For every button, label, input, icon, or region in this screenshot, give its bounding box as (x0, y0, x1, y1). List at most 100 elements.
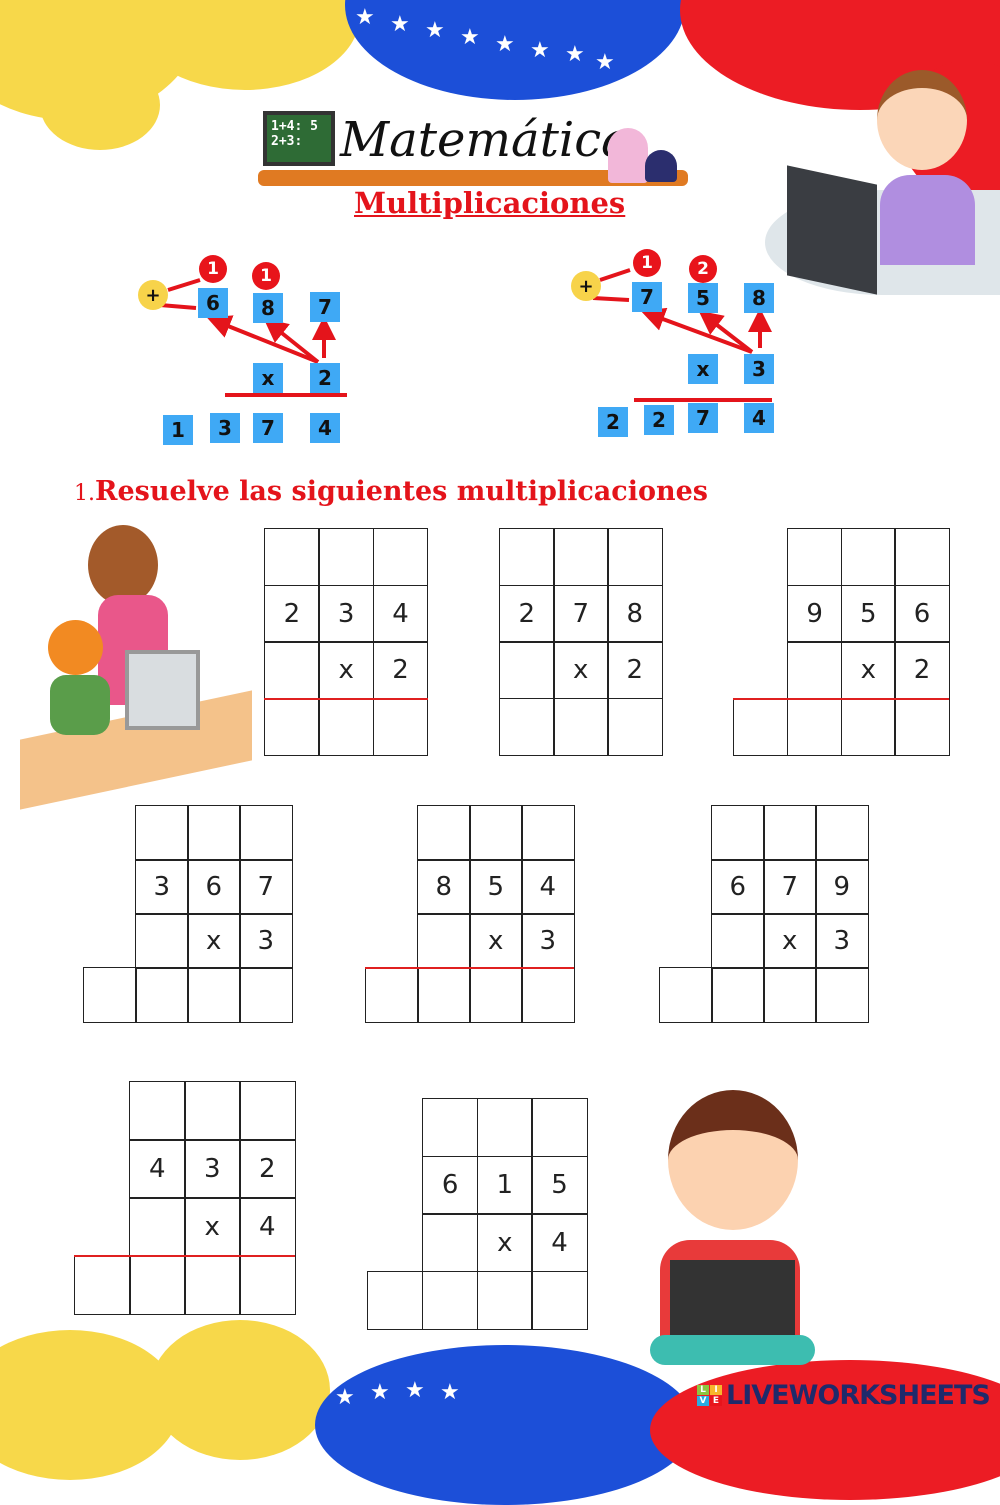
answer-input-cell[interactable] (239, 967, 293, 1023)
multiplicand-digit-cell: 7 (763, 859, 817, 915)
plus-icon: + (138, 280, 168, 310)
multiplier-cell: 4 (239, 1197, 296, 1257)
carry-cell[interactable] (787, 528, 843, 586)
carry-cell[interactable] (129, 1081, 186, 1141)
answer-input-cell[interactable] (417, 967, 471, 1023)
multiplicand-digit-cell: 6 (894, 584, 950, 643)
answer-input-cell[interactable] (787, 697, 843, 756)
result-separator-line (264, 697, 428, 700)
carry-cell[interactable] (607, 528, 663, 586)
multiplicand-digit-cell: 3 (135, 859, 189, 915)
header-banner (258, 170, 688, 186)
multiplier-cell: 2 (372, 641, 429, 699)
answer-input-cell[interactable] (499, 697, 555, 756)
result-separator-line (733, 697, 950, 700)
answer-input-cell[interactable] (239, 1255, 296, 1315)
carry-cell[interactable] (187, 805, 241, 861)
chalkboard-line-1: 1+4: 5 (271, 119, 318, 134)
carry-cell[interactable] (184, 1081, 241, 1141)
answer-input-cell[interactable] (365, 967, 419, 1023)
multiplicand-digit-cell: 8 (607, 584, 663, 643)
carry-cell[interactable] (553, 528, 609, 586)
answer-input-cell[interactable] (372, 697, 429, 756)
carry-cell[interactable] (239, 1081, 296, 1141)
multiplier-cell: 2 (607, 641, 663, 699)
carry-cell[interactable] (521, 805, 575, 861)
liveworksheets-logo: L I V E LIVEWORKSHEETS (697, 1380, 991, 1411)
carry-cell[interactable] (239, 805, 293, 861)
answer-input-cell[interactable] (815, 967, 869, 1023)
multiplicand-digit-cell: 2 (264, 584, 320, 643)
multiplier-cell: 2 (894, 641, 950, 699)
carry-cell[interactable] (372, 528, 429, 586)
answer-input-cell[interactable] (711, 967, 765, 1023)
answer-input-cell[interactable] (521, 967, 575, 1023)
example-result-box: 7 (253, 413, 283, 443)
multiplicand-digit-cell: 9 (787, 584, 843, 643)
answer-input-cell[interactable] (83, 967, 137, 1023)
answer-input-cell[interactable] (531, 1270, 588, 1330)
answer-input-cell[interactable] (129, 1255, 186, 1315)
carry-cell[interactable] (840, 528, 896, 586)
multiplier-cell: 3 (521, 913, 575, 969)
answer-input-cell[interactable] (476, 1270, 533, 1330)
answer-input-cell[interactable] (318, 697, 375, 756)
carry-cell[interactable] (264, 528, 320, 586)
carry-cell[interactable] (499, 528, 555, 586)
example-digit-box: 6 (198, 288, 228, 318)
operator-cell: x (763, 913, 817, 969)
empty-cell (499, 641, 555, 699)
example-result-box: 1 (163, 415, 193, 445)
multiplicand-digit-cell: 6 (422, 1155, 479, 1215)
carry-cell[interactable] (476, 1098, 533, 1157)
multiplier-cell: 3 (815, 913, 869, 969)
carry-cell[interactable] (711, 805, 765, 861)
example-operator-box: x (253, 363, 283, 393)
operator-cell: x (469, 913, 523, 969)
answer-input-cell[interactable] (553, 697, 609, 756)
answer-input-cell[interactable] (894, 697, 950, 756)
carry-cell[interactable] (815, 805, 869, 861)
multiplicand-digit-cell: 5 (840, 584, 896, 643)
exercise-instruction: 1.Resuelve las siguientes multiplicacion… (74, 476, 708, 507)
example-digit-box: 8 (253, 293, 283, 323)
answer-input-cell[interactable] (422, 1270, 479, 1330)
carry-cell[interactable] (318, 528, 375, 586)
answer-input-cell[interactable] (763, 967, 817, 1023)
result-separator-line (74, 1255, 295, 1257)
carry-cell[interactable] (894, 528, 950, 586)
example-carry-badge: 1 (199, 255, 227, 283)
answer-input-cell[interactable] (135, 967, 189, 1023)
carry-cell[interactable] (531, 1098, 588, 1157)
example-2-carry-link (599, 268, 631, 282)
answer-input-cell[interactable] (733, 697, 789, 756)
answer-input-cell[interactable] (264, 697, 320, 756)
example-1-carry-link (167, 278, 201, 292)
multiplicand-digit-cell: 3 (184, 1139, 241, 1199)
page-subtitle: Multiplicaciones (354, 186, 626, 220)
multiplicand-digit-cell: 3 (318, 584, 375, 643)
answer-input-cell[interactable] (187, 967, 241, 1023)
example-2-arrow-tens (698, 310, 754, 354)
answer-input-cell[interactable] (469, 967, 523, 1023)
operator-cell: x (840, 641, 896, 699)
answer-input-cell[interactable] (840, 697, 896, 756)
carry-cell[interactable] (763, 805, 817, 861)
answer-input-cell[interactable] (74, 1255, 131, 1315)
exercise-instruction-text: Resuelve las siguientes multiplicaciones (95, 476, 709, 507)
answer-input-cell[interactable] (184, 1255, 241, 1315)
carry-cell[interactable] (417, 805, 471, 861)
multiplicand-digit-cell: 4 (372, 584, 429, 643)
plant-icon (645, 150, 677, 182)
carry-cell[interactable] (469, 805, 523, 861)
empty-cell (135, 913, 189, 969)
multiplicand-digit-cell: 1 (476, 1155, 533, 1215)
answer-input-cell[interactable] (367, 1270, 424, 1330)
answer-input-cell[interactable] (607, 697, 663, 756)
empty-cell (787, 641, 843, 699)
carry-cell[interactable] (422, 1098, 479, 1157)
multiplier-cell: 4 (531, 1213, 588, 1272)
page-title: Matemática (340, 112, 630, 168)
answer-input-cell[interactable] (659, 967, 713, 1023)
carry-cell[interactable] (135, 805, 189, 861)
